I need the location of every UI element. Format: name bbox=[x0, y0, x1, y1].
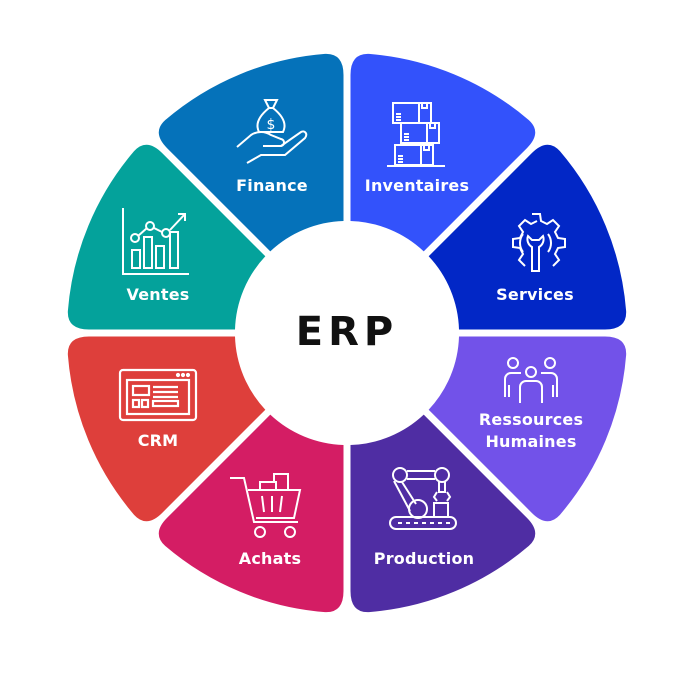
team-icon bbox=[504, 357, 558, 403]
segment-ressources bbox=[428, 336, 627, 522]
segment-label-services: Services bbox=[496, 285, 574, 304]
money-hand-icon: $ bbox=[236, 99, 308, 164]
segment-label-crm: CRM bbox=[137, 431, 179, 450]
label-line-1: Ressources bbox=[478, 410, 584, 429]
segment-label-production: Production bbox=[373, 549, 475, 568]
segment-label-inventaires: Inventaires bbox=[364, 176, 470, 195]
segment-production bbox=[350, 414, 536, 613]
segment-label-finance: Finance bbox=[236, 176, 308, 195]
robot-arm-icon bbox=[389, 467, 457, 530]
label-line-2: Humaines bbox=[485, 432, 577, 451]
segment-finance bbox=[158, 53, 344, 252]
growth-chart-icon bbox=[122, 208, 189, 275]
segment-label-ventes: Ventes bbox=[126, 285, 190, 304]
erp-center-title: ERP bbox=[295, 309, 399, 355]
segment-label-ressources-humaines: Ressources Humaines bbox=[479, 409, 583, 453]
shopping-cart-icon bbox=[230, 473, 302, 538]
segment-crm bbox=[67, 336, 266, 522]
center-circle bbox=[238, 224, 456, 442]
boxes-icon bbox=[387, 102, 445, 167]
gear-wrench-icon bbox=[512, 213, 566, 272]
segment-label-achats: Achats bbox=[238, 549, 302, 568]
browser-window-icon bbox=[118, 368, 198, 422]
svg-text:$: $ bbox=[267, 117, 276, 133]
